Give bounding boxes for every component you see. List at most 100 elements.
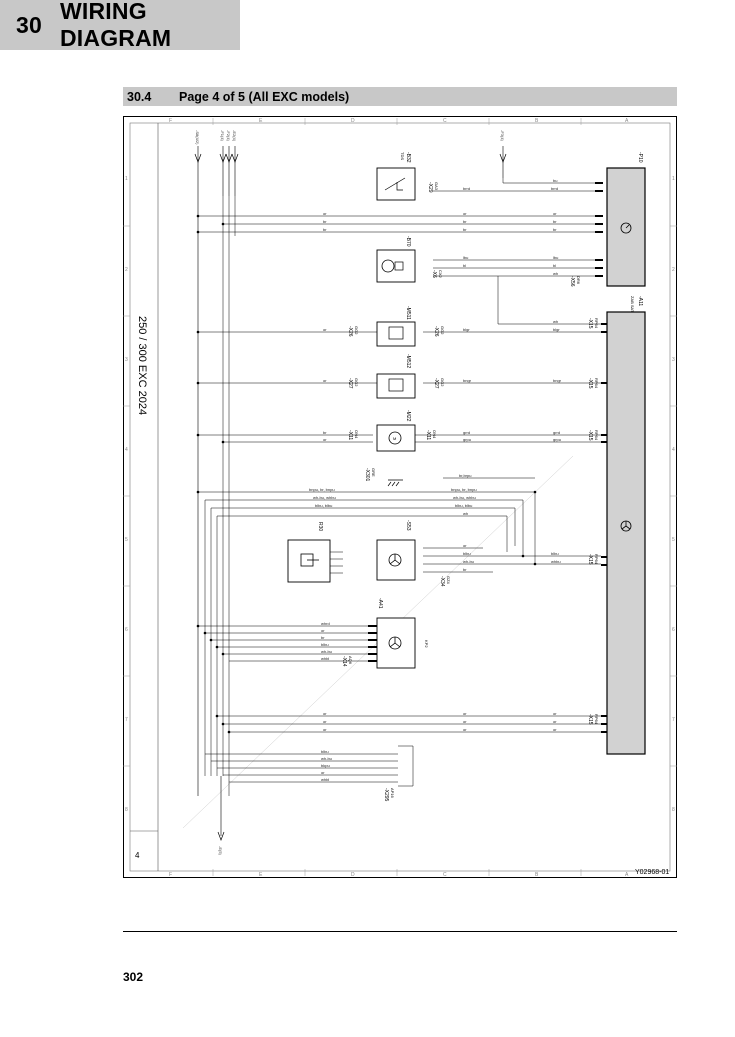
- wire-label: or: [553, 711, 557, 716]
- s53-switch: [376, 539, 416, 581]
- signal-arrow: [225, 153, 233, 163]
- wire-label: br: [323, 430, 327, 435]
- x11-label: -X11: [425, 430, 431, 440]
- x15-label: -X15: [587, 554, 593, 565]
- row-number: 5: [672, 537, 675, 543]
- signal-label: -F1(4): [220, 130, 225, 142]
- wire-label: blbu, blbu: [315, 503, 332, 508]
- x15-sublabel: RP64: [594, 554, 599, 565]
- p10-block: [606, 167, 646, 287]
- row-number: 2: [672, 267, 675, 273]
- a11-label: -A11: [637, 296, 643, 306]
- wire-label: br: [463, 219, 467, 224]
- x15-label: -X15: [587, 714, 593, 725]
- signal-arrow: [499, 153, 507, 163]
- x34-label: -X34: [439, 576, 445, 587]
- col-letter: C: [443, 872, 447, 878]
- p10-label: -P10: [637, 152, 643, 163]
- col-letter: F: [169, 118, 172, 124]
- kp2-label: KP2: [424, 640, 429, 648]
- row-number: 4: [125, 447, 128, 453]
- wire-label: or: [553, 719, 557, 724]
- wire-label: lbu: [553, 255, 558, 260]
- handlebar-switch-icon: [388, 553, 402, 567]
- wire-label: wh-bu: [463, 559, 474, 564]
- wire-label: or: [323, 719, 327, 724]
- x29-sublabel: GA3: [434, 182, 439, 191]
- col-letter: A: [625, 118, 629, 124]
- col-letter: B: [535, 872, 539, 878]
- signal-arrow: [217, 831, 225, 841]
- wire-label: or: [323, 711, 327, 716]
- x27-label: -X27: [347, 378, 353, 389]
- r30-component: [287, 539, 331, 583]
- wire-label: blbu: [321, 749, 329, 754]
- section-number: 30.4: [127, 89, 152, 104]
- solenoid-icon: [388, 326, 404, 340]
- ground-icon: [387, 479, 403, 487]
- wire-label: blbu: [321, 642, 329, 647]
- row-number: 1: [672, 176, 675, 182]
- resistor-icon: [300, 553, 319, 567]
- drawing-id: Y02968-01: [635, 869, 669, 876]
- wiring-diagram: F E D C B A F E D C B A 1 2 3 4 5 6 7 8 …: [123, 116, 677, 878]
- wire-label: wh: [553, 319, 558, 324]
- a41-component: [376, 617, 416, 669]
- wire-label: or: [321, 770, 325, 775]
- wire-label: wh: [463, 511, 468, 516]
- solenoid-icon: [388, 378, 404, 392]
- wire-label: whbl: [321, 777, 329, 782]
- section-header: 30.4 Page 4 of 5 (All EXC models): [123, 87, 677, 106]
- a11-sublabel: ZAB SAT: [630, 296, 635, 313]
- wire-label: or: [553, 727, 557, 732]
- b32-sublabel: TDS: [400, 152, 405, 160]
- wire-label: wh-bu: [321, 649, 332, 654]
- wire-label: brrd: [551, 186, 558, 191]
- x15-sublabel: RP64: [594, 318, 599, 329]
- x15-label: -X15: [587, 318, 593, 329]
- signal-arrow: [219, 153, 227, 163]
- gauge-icon: [620, 222, 632, 234]
- wire-label: wh-bu, whbu: [313, 495, 336, 500]
- temp-sensor-icon: [384, 177, 406, 191]
- x27-label: -X27: [433, 378, 439, 389]
- wire-label: grrd: [463, 430, 470, 435]
- model-text: 250 / 300 EXC 2024: [136, 316, 148, 415]
- b70-label: -B70: [405, 236, 411, 247]
- x26-label: -X26: [347, 326, 353, 337]
- x295-sublabel: AP16: [390, 788, 395, 799]
- wire-label: bu: [553, 178, 557, 183]
- col-letter: D: [351, 118, 355, 124]
- x14-label: -X14: [341, 656, 347, 667]
- outer-frame: [123, 116, 677, 878]
- signal-arrow: [231, 153, 239, 163]
- x26-sublabel: GG2: [354, 326, 359, 335]
- footer-rule: [123, 931, 677, 932]
- wire-label: or: [323, 437, 327, 442]
- a41-label: -A41: [377, 598, 383, 609]
- wire-label: br: [323, 227, 327, 232]
- x15-label: -X15: [587, 378, 593, 389]
- x15-sublabel: RP64: [594, 430, 599, 441]
- m512-label: -M512: [405, 354, 411, 368]
- col-letter: F: [169, 872, 172, 878]
- x34-sublabel: GZ4: [446, 576, 451, 585]
- wire-label: or: [323, 727, 327, 732]
- wire-label: or: [463, 719, 467, 724]
- row-number: 6: [672, 627, 675, 633]
- wire-label: blgr: [553, 327, 560, 332]
- wire-label: blbu, blbu: [455, 503, 472, 508]
- chapter-number: 30: [16, 11, 42, 38]
- x29-label: -X29: [427, 182, 433, 193]
- col-letter: E: [259, 118, 263, 124]
- wire-label: wh-bu, whbu: [453, 495, 476, 500]
- x11-sublabel: ON4: [354, 430, 359, 439]
- x301-sublabel: GRE: [371, 468, 376, 477]
- wire-label: grpu: [463, 437, 471, 442]
- col-letter: B: [535, 118, 539, 124]
- s53-label: -S53: [405, 520, 411, 531]
- col-letter: A: [625, 872, 629, 878]
- signal-label: -E2(4): [232, 130, 237, 142]
- module-icon: [388, 636, 402, 650]
- col-letter: D: [351, 872, 355, 878]
